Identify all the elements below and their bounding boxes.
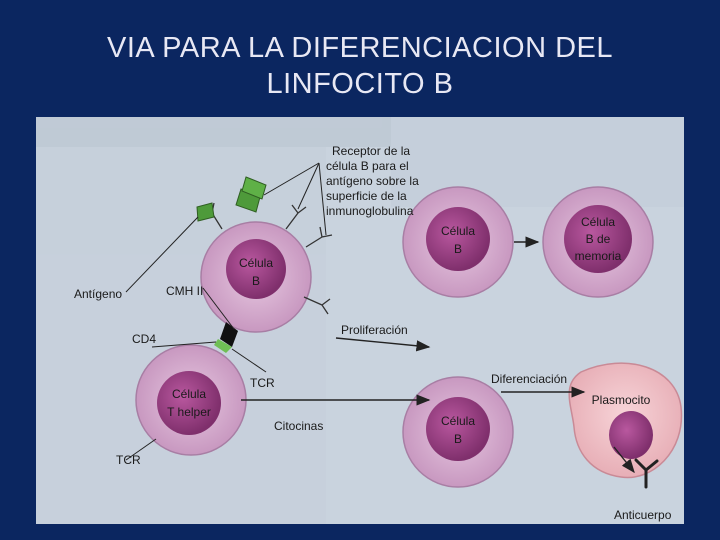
arrows	[241, 236, 635, 474]
cell-b-main-label-2: B	[252, 274, 260, 288]
cell-b-memory-label-2: B de	[586, 232, 611, 246]
antigen-shapes	[196, 176, 267, 222]
cell-t-helper-label-2: T helper	[167, 405, 211, 419]
diagram-figure: Célula B Célula T helper Célula B Célula…	[36, 117, 684, 524]
antibody-icon	[634, 458, 659, 489]
receptor-label-5: inmunoglobulina	[326, 204, 414, 218]
diagram-svg: Célula B Célula T helper Célula B Célula…	[36, 117, 684, 524]
cell-b-main-label-1: Célula	[239, 256, 273, 270]
cell-b-top: Célula B	[402, 186, 514, 298]
receptor-label-1: Receptor de la	[332, 144, 410, 158]
cell-b-bottom-label-2: B	[454, 432, 462, 446]
slide-title-line-1: VIA PARA LA DIFERENCIACION DEL	[106, 32, 613, 64]
plasmocito-cell: Plasmocito	[568, 362, 683, 479]
cd4-label: CD4	[132, 332, 156, 346]
cell-t-helper-label-1: Célula	[172, 387, 206, 401]
cell-b-top-label-1: Célula	[441, 224, 475, 238]
cell-b-top-label-2: B	[454, 242, 462, 256]
background-book-text	[36, 117, 684, 524]
antibody-arrow	[613, 446, 635, 474]
plasmocito-label: Plasmocito	[592, 393, 651, 407]
slide-title: VIA PARA LA DIFERENCIACION DEL LINFOCITO…	[0, 30, 720, 102]
receptor-label-2: célula B para el	[326, 159, 409, 173]
cell-b-memory-label-1: Célula	[581, 215, 615, 229]
proliferacion-label: Proliferación	[341, 323, 408, 337]
cmh-label: CMH II	[166, 284, 203, 298]
cell-b-bottom-label-1: Célula	[441, 414, 475, 428]
cell-b-main: Célula B	[200, 221, 312, 333]
cell-t-helper: Célula T helper	[135, 344, 247, 456]
leader-lines	[125, 162, 327, 461]
proliferacion-arrow	[335, 337, 431, 352]
receptor-label-4: superficie de la	[326, 189, 407, 203]
antigeno-label: Antígeno	[74, 287, 122, 301]
tcr-bottom-label: TCR	[116, 453, 141, 467]
tcr-top-label: TCR	[250, 376, 275, 390]
receptor-label-3: antígeno sobre la	[326, 174, 419, 188]
cell-b-bottom: Célula B	[402, 376, 514, 488]
anticuerpo-label: Anticuerpo	[614, 508, 672, 522]
cell-b-memory: Célula B de memoria	[542, 186, 654, 298]
cell-b-memory-label-3: memoria	[575, 249, 622, 263]
citocinas-label: Citocinas	[274, 419, 323, 433]
diferenciacion-label: Diferenciación	[491, 372, 567, 386]
slide-title-line-2: LINFOCITO B	[266, 68, 454, 100]
